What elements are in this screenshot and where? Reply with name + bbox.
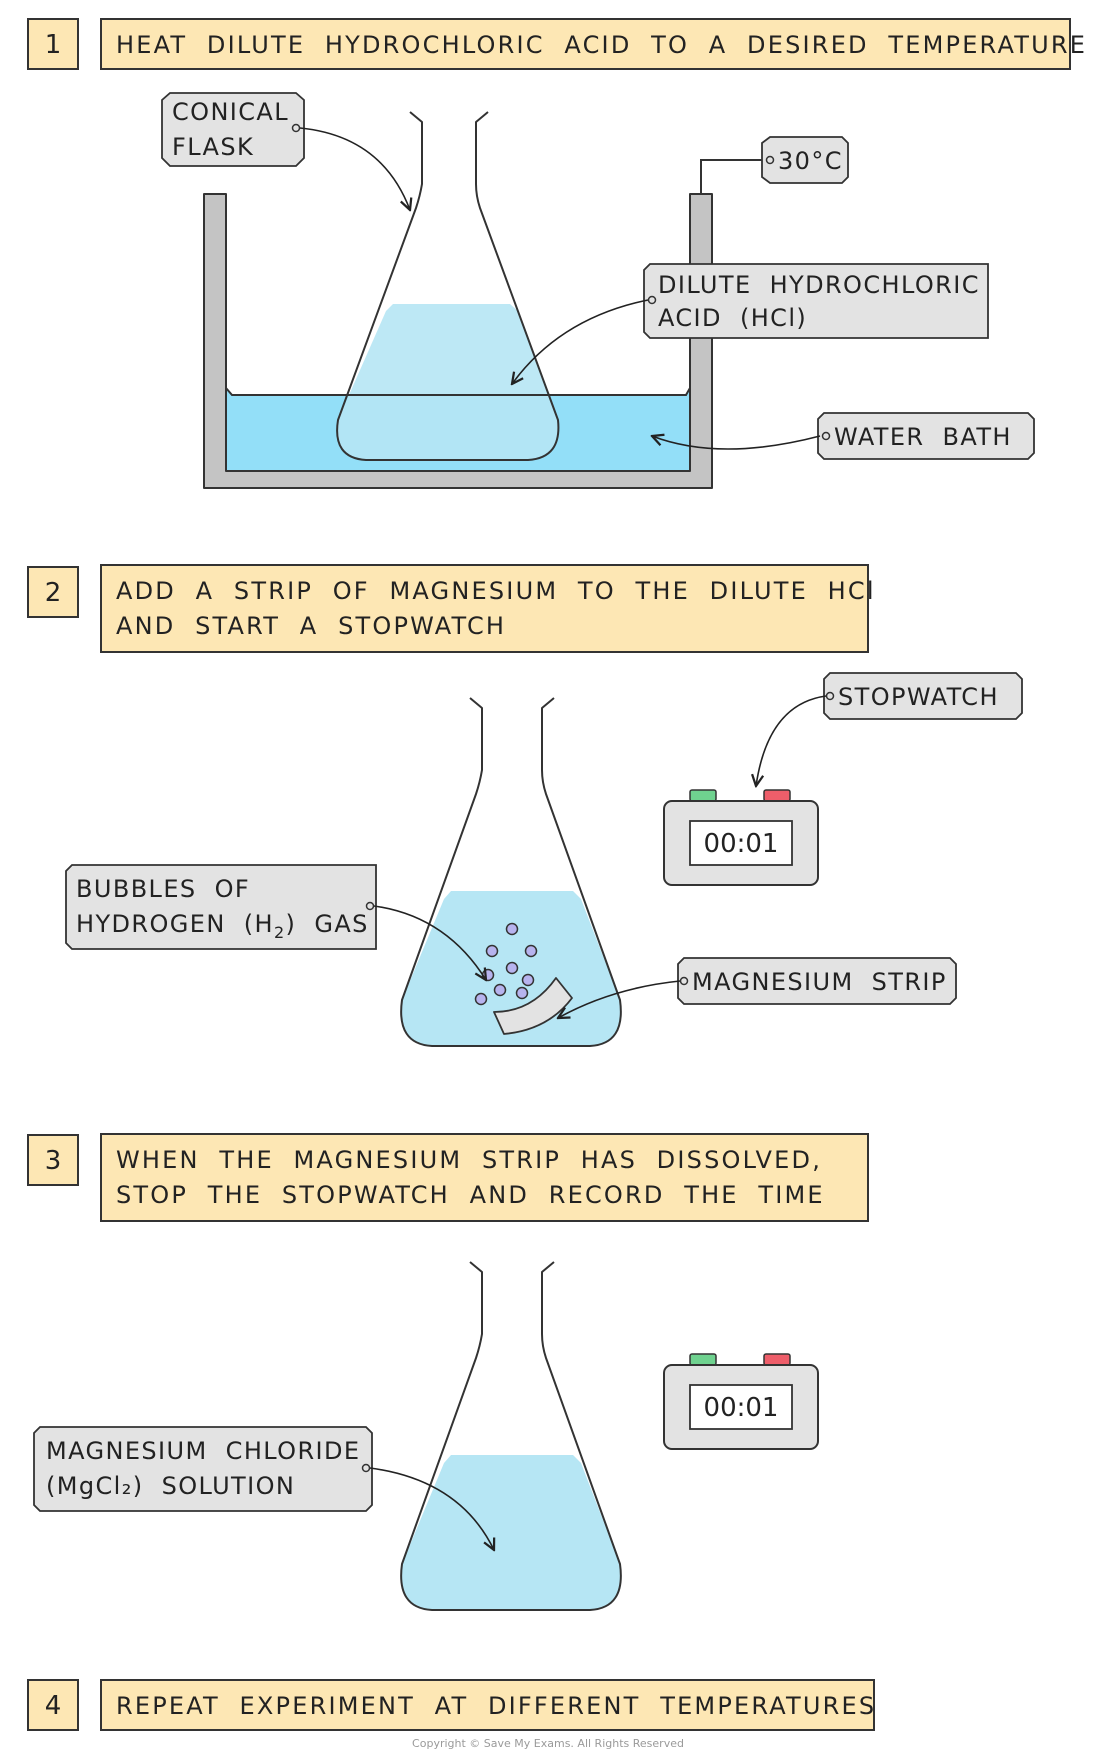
arrow-conical-flask [299,127,410,210]
label-magnesium-chloride: MAGNESIUM CHLORIDE (MgCl₂) SOLUTION [33,1426,494,1550]
step-3-text-box [100,1133,869,1222]
label-conical-flask-line-1: CONICAL [172,98,289,126]
label-magnesium-strip: MAGNESIUM STRIP [558,957,957,1018]
label-magnesium-chloride-line-2: (MgCl₂) SOLUTION [46,1472,295,1500]
water-surface-line [225,387,691,396]
bubble [515,986,529,1000]
label-hydrogen-bubbles-line-2: HYDROGEN (H2) GAS [76,910,369,942]
label-water-bath-text: WATER BATH [834,423,1012,451]
stopwatch-step-2: 00:01 [663,789,819,886]
label-conical-flask-line-2: FLASK [172,133,254,161]
step-2-number-box [27,566,79,618]
bubble [493,983,507,997]
bubble [485,944,499,958]
step-2-number: 2 [45,578,62,608]
step-1-text-line-1: HEAT DILUTE HYDROCHLORIC ACID TO A DESIR… [116,31,1087,59]
label-thermometer: 30°C [761,136,849,184]
water-bath-container [203,193,713,489]
magnesium-strip [493,977,573,1035]
bubble [481,968,495,982]
stopwatch-stop-button [763,789,791,802]
stopwatch-start-button [689,1353,717,1366]
label-magnesium-chloride-line-1: MAGNESIUM CHLORIDE [46,1437,360,1465]
step-2-text-line-2: AND START A STOPWATCH [116,612,506,640]
label-hydrogen-bubbles: BUBBLES OF HYDROGEN (H2) GAS [65,864,486,980]
flask-2-outline [400,697,622,1047]
step-4: 4 REPEAT EXPERIMENT AT DIFFERENT TEMPERA… [27,1679,876,1731]
step-3-number-box [27,1134,79,1186]
step-3-text-line-2: STOP THE STOPWATCH AND RECORD THE TIME [116,1181,825,1209]
flask-3-apparatus [400,1261,622,1611]
arrow-water-bath [652,436,821,450]
step-2-text-box [100,564,869,653]
step-4-text-line-1: REPEAT EXPERIMENT AT DIFFERENT TEMPERATU… [116,1692,876,1720]
thermometer-reading: 30°C [778,147,843,175]
arrow-magnesium-chloride [369,1467,494,1550]
bubble [524,944,538,958]
label-hydrogen-bubbles-line-1: BUBBLES OF [76,875,250,903]
stopwatch-start-button [689,789,717,802]
arrow-dilute-acid [512,299,649,384]
step-4-number: 4 [45,1691,62,1721]
step-3-text-line-1: WHEN THE MAGNESIUM STRIP HAS DISSOLVED, [116,1146,822,1174]
hydrogen-bubbles [474,922,538,1006]
step-2-text-line-1: ADD A STRIP OF MAGNESIUM TO THE DILUTE H… [116,577,876,605]
step-1-number-box [27,18,79,70]
bubble [474,992,488,1006]
step-1: 1 HEAT DILUTE HYDROCHLORIC ACID TO A DES… [27,18,1087,70]
label-conical-flask: CONICAL FLASK [161,92,410,210]
label-stopwatch-text: STOPWATCH [838,683,999,711]
flask-3-solution [401,1455,621,1610]
step-3: 3 WHEN THE MAGNESIUM STRIP HAS DISSOLVED… [27,1133,869,1222]
stopwatch-time: 00:01 [704,1393,779,1423]
label-dilute-acid-line-1: DILUTE HYDROCHLORIC [658,271,980,299]
flask-3-outline [400,1261,622,1611]
step-2: 2 ADD A STRIP OF MAGNESIUM TO THE DILUTE… [27,564,876,653]
arrow-stopwatch [756,695,827,786]
stopwatch-display [689,1384,793,1430]
stopwatch-stop-button [763,1353,791,1366]
flask-1-acid [337,304,559,460]
flask-1-outline [336,111,560,461]
step-4-number-box [27,1679,79,1731]
step-4-text-box [100,1679,875,1731]
arrow-hydrogen-bubbles [373,905,486,980]
bubble [505,922,519,936]
flask-2-apparatus [400,697,622,1047]
label-dilute-acid-line-2: ACID (HCl) [658,304,807,332]
step-3-number: 3 [45,1146,62,1176]
stopwatch-step-3: 00:01 [663,1353,819,1450]
thermometer-cable [700,159,762,194]
bubble [505,961,519,975]
copyright-notice: Copyright © Save My Exams. All Rights Re… [412,1737,684,1750]
label-stopwatch: STOPWATCH [756,672,1023,786]
label-water-bath: WATER BATH [652,412,1035,460]
water-bath-apparatus [203,111,762,489]
step-1-number: 1 [45,30,62,60]
bubble [521,973,535,987]
arrow-magnesium-strip [558,980,681,1018]
label-dilute-acid: DILUTE HYDROCHLORIC ACID (HCl) [512,263,989,384]
stopwatch-display [689,820,793,866]
label-magnesium-strip-text: MAGNESIUM STRIP [692,968,947,996]
stopwatch-time: 00:01 [704,829,779,859]
step-1-text-box [100,18,1071,70]
